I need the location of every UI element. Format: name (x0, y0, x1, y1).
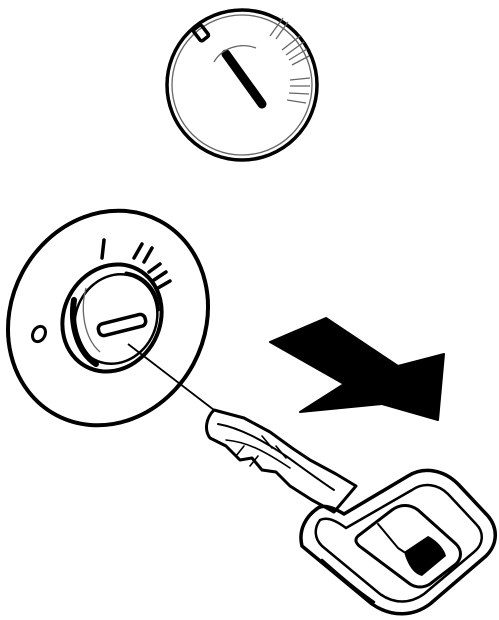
ignition-switch-dial-icon (167, 10, 317, 160)
dial-key-slot (226, 54, 262, 104)
key-head-grip-shadow (404, 536, 446, 576)
key-head (301, 470, 495, 613)
lock-position-0-mark (30, 324, 48, 344)
key-blade (207, 410, 356, 512)
dial-position-0-mark (193, 24, 209, 41)
dial-position-3-mark (287, 78, 310, 103)
lock-position-1-mark (102, 240, 104, 258)
removal-direction-arrow-icon (270, 318, 444, 420)
car-key-icon (207, 410, 496, 614)
lock-key-slot (97, 313, 146, 336)
key-alignment-line (128, 344, 214, 410)
lock-position-2-mark (134, 244, 152, 262)
